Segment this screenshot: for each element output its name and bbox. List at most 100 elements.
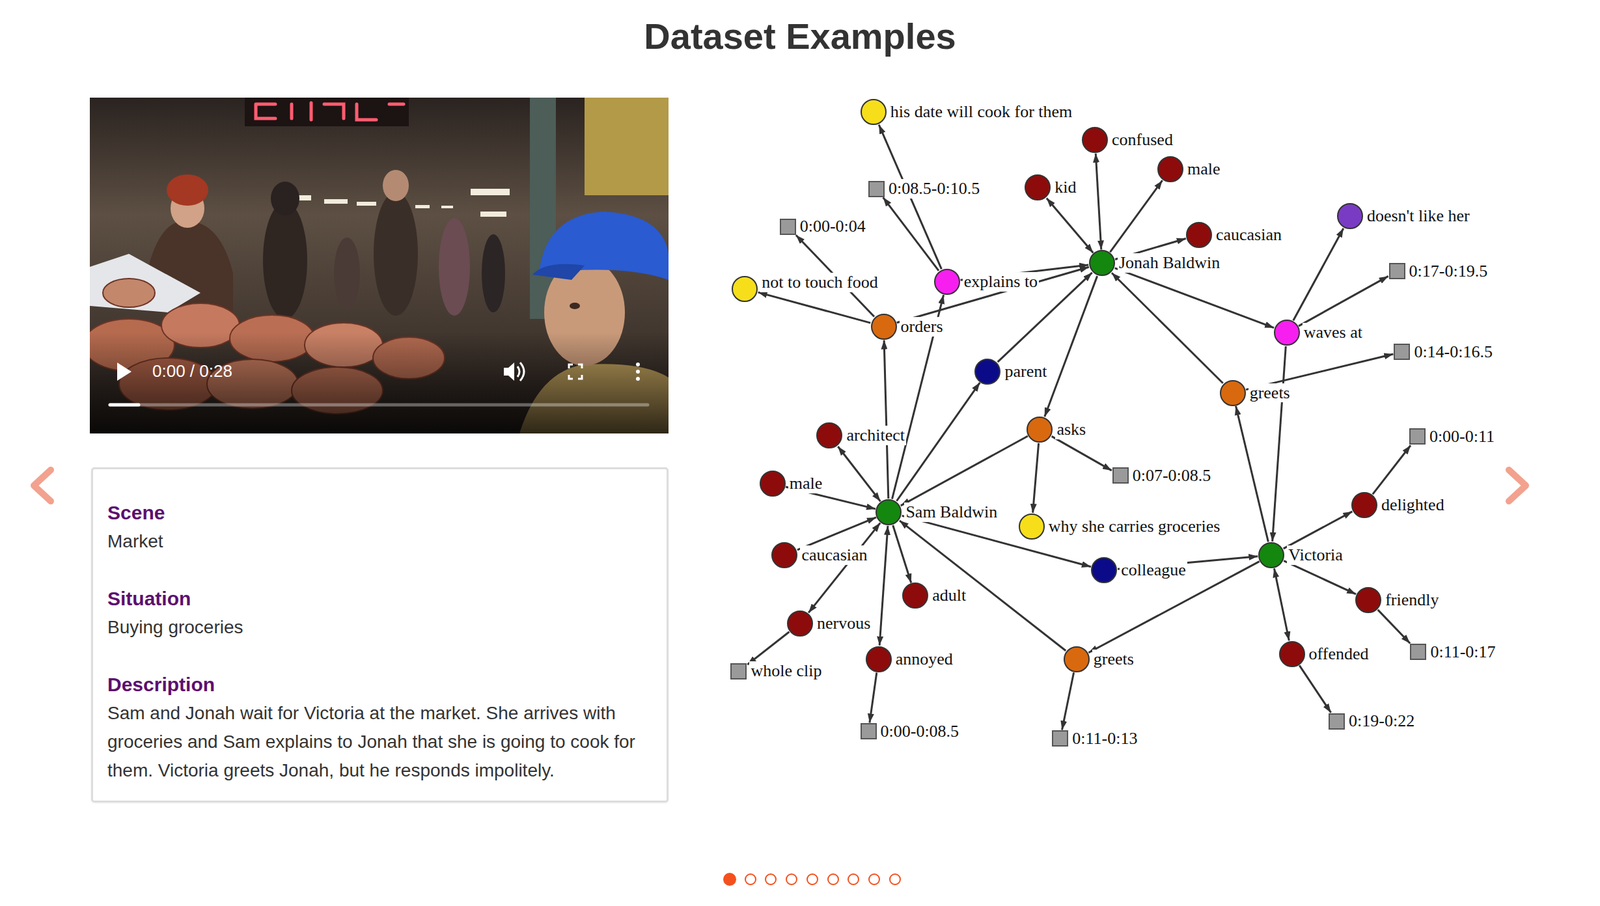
- timestamp-node: 0:19-0:22: [1328, 713, 1345, 730]
- timestamp-node: 0:17-0:19.5: [1389, 262, 1406, 280]
- timestamp-node: 0:07-0:08.5: [1112, 467, 1129, 484]
- menu-icon: [635, 362, 640, 381]
- relationship-node: colleague: [1090, 557, 1118, 584]
- node-label: colleague: [1119, 560, 1188, 580]
- interaction-node: asks: [1026, 416, 1053, 443]
- progress-track: [110, 403, 648, 407]
- node-label: Sam Baldwin: [904, 502, 999, 523]
- node-label: why she carries groceries: [1047, 516, 1222, 537]
- node-label: Victoria: [1286, 545, 1345, 566]
- attribute-node: architect: [816, 422, 843, 449]
- graph-arrow: [1283, 511, 1353, 549]
- graph-arrow: [900, 436, 1028, 506]
- timestamp-node: 0:08.5-0:10.5: [868, 180, 885, 198]
- graph-arrow: [808, 522, 881, 613]
- timestamp-node: 0:00-0:04: [779, 218, 797, 235]
- node-label: 0:11-0:17: [1428, 642, 1497, 663]
- node-label: orders: [899, 317, 945, 337]
- node-label: 0:00-0:08.5: [879, 721, 961, 742]
- node-label: his date will cook for them: [889, 102, 1074, 122]
- dot: [786, 874, 797, 885]
- character-node: Jonah Baldwin: [1089, 249, 1116, 276]
- interaction-node: greets: [1063, 646, 1090, 673]
- graph-arrow: [1115, 268, 1274, 329]
- crowd: [262, 169, 506, 319]
- node-label: explains to: [962, 272, 1039, 292]
- graph-arrow: [899, 520, 1066, 651]
- graph-arrow: [1109, 180, 1162, 252]
- graph-arrow: [883, 197, 939, 271]
- controls-shade: [89, 331, 669, 434]
- topic-node: not to touch food: [731, 275, 758, 303]
- attribute-node: friendly: [1355, 587, 1382, 614]
- node-label: parent: [1003, 361, 1049, 382]
- graph-arrow: [1061, 672, 1074, 730]
- connector-group: [747, 124, 1411, 731]
- interaction-node: waves at: [1273, 319, 1300, 346]
- node-label: nervous: [815, 613, 872, 634]
- node-label: male: [788, 473, 825, 494]
- node-label: kid: [1053, 177, 1078, 198]
- node-label: greets: [1248, 383, 1292, 403]
- panel-heading: Scene: [107, 498, 653, 528]
- timestamp-node: 0:00-0:08.5: [860, 723, 877, 740]
- node-label: delighted: [1379, 495, 1446, 515]
- graph-arrow: [1298, 275, 1389, 326]
- graph-arrow: [892, 294, 944, 500]
- graph-arrow: [758, 292, 871, 323]
- graph-arrow: [893, 525, 912, 584]
- timestamp-node: 0:11-0:13: [1051, 730, 1069, 747]
- graph-arrow: [1372, 445, 1411, 495]
- graph-arrow: [747, 632, 789, 665]
- character-node: Sam Baldwin: [875, 499, 902, 526]
- dot: [868, 874, 880, 885]
- node-label: 0:07-0:08.5: [1131, 466, 1213, 486]
- graph-arrow: [1293, 228, 1344, 321]
- page-title: Dataset Examples: [0, 14, 1600, 58]
- dot: [765, 874, 776, 885]
- info-panel: SceneMarketSituationBuying groceriesDesc…: [91, 467, 669, 803]
- node-label: annoyed: [894, 649, 955, 670]
- topic-node: his date will cook for them: [860, 98, 887, 125]
- panel-text: Sam and Jonah wait for Victoria at the m…: [107, 699, 653, 786]
- attribute-node: offended: [1279, 641, 1306, 668]
- node-label: 0:08.5-0:10.5: [887, 179, 981, 199]
- graph-arrow: [1044, 275, 1098, 417]
- node-label: caucasian: [1214, 225, 1283, 245]
- attribute-node: male: [759, 470, 786, 497]
- attribute-node: adult: [902, 582, 929, 609]
- node-label: 0:19-0:22: [1347, 711, 1416, 732]
- ice-display: [89, 253, 201, 313]
- node-label: offended: [1307, 644, 1371, 664]
- video-time: 0:00 / 0:28: [152, 361, 233, 382]
- graph-arrow: [1046, 197, 1094, 253]
- node-label: architect: [844, 425, 907, 446]
- attribute-node: confused: [1081, 126, 1108, 153]
- panel-text: Buying groceries: [107, 613, 653, 642]
- shop-wall: [584, 97, 669, 196]
- scene-background: [89, 97, 669, 434]
- panel-text: Market: [107, 527, 653, 556]
- node-label: whole clip: [749, 662, 823, 682]
- node-label: male: [1186, 159, 1222, 180]
- node-label: caucasian: [800, 545, 869, 566]
- dot: [745, 874, 756, 885]
- dot: [807, 874, 818, 885]
- graph-arrow: [1299, 665, 1331, 713]
- panel-heading: Situation: [107, 584, 653, 614]
- graph-arrow: [883, 340, 889, 499]
- graph-arrow: [1051, 436, 1112, 471]
- dot: [827, 874, 839, 885]
- graph-arrow: [1236, 406, 1269, 542]
- graph-arrow: [1095, 153, 1102, 250]
- timestamp-node: 0:11-0:17: [1409, 643, 1427, 661]
- prev-chevron: [33, 469, 51, 502]
- timestamp-node: 0:00-0:11: [1409, 428, 1426, 445]
- progress-buffer: [110, 403, 139, 407]
- carousel-dots: [723, 873, 901, 886]
- attribute-node: annoyed: [865, 646, 892, 673]
- node-label: greets: [1092, 649, 1136, 670]
- timestamp-node: whole clip: [730, 663, 747, 680]
- graph-arrow: [1283, 561, 1356, 595]
- graph-arrow: [1378, 609, 1411, 644]
